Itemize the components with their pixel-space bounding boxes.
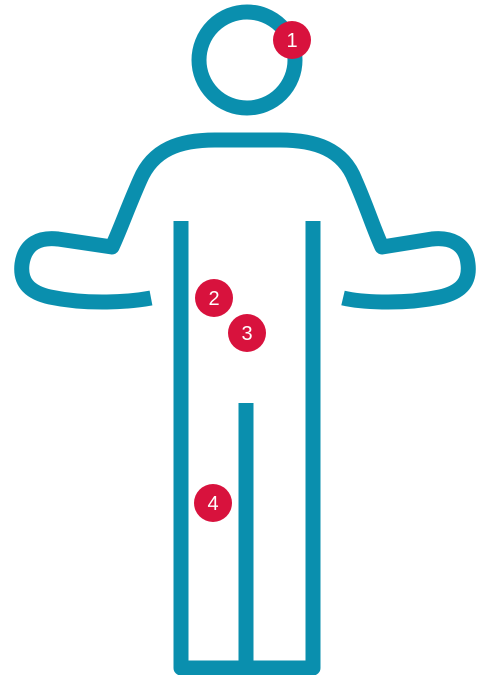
body-outline — [22, 140, 469, 302]
marker-4-label: 4 — [207, 493, 218, 515]
marker-2: 2 — [195, 279, 233, 317]
marker-1: 1 — [273, 21, 311, 59]
marker-1-label: 1 — [286, 30, 297, 52]
marker-3: 3 — [228, 314, 266, 352]
marker-2-label: 2 — [208, 288, 219, 310]
marker-4: 4 — [194, 484, 232, 522]
marker-3-label: 3 — [241, 323, 252, 345]
right-body-line — [246, 221, 313, 668]
